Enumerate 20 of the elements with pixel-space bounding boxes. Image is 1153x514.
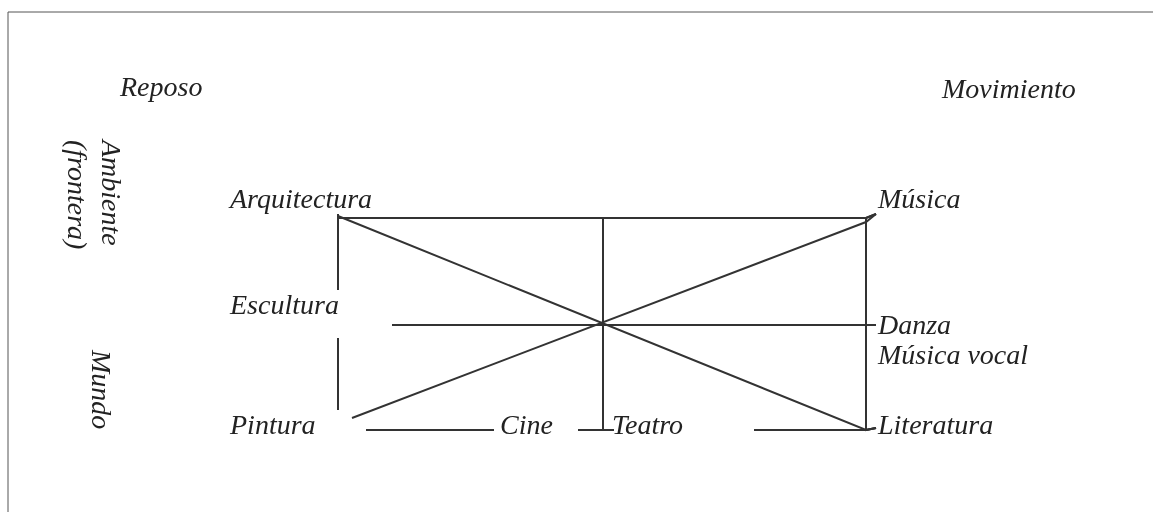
art-label: Escultura — [230, 290, 339, 320]
art-label: Literatura — [878, 410, 994, 440]
axis-label: Ambiente (frontera) — [61, 140, 128, 252]
connector-line — [753, 427, 877, 431]
art-label: Cine — [500, 410, 553, 440]
art-label: Teatro — [612, 410, 684, 440]
art-label: Música — [878, 184, 961, 214]
axis-label: Reposo — [120, 70, 203, 104]
axis-label: Movimiento — [942, 72, 1076, 106]
connector-line — [365, 429, 495, 431]
art-label: Danza — [878, 310, 953, 340]
axis-label: Mundo — [85, 350, 118, 432]
art-label: Música vocal — [878, 340, 1029, 370]
connector-line — [391, 324, 877, 326]
connector-line — [577, 429, 615, 431]
connector-line — [865, 213, 877, 432]
art-label: Pintura — [230, 410, 316, 440]
art-label: Arquitectura — [230, 184, 373, 214]
connector-line — [337, 213, 339, 291]
connector-line — [337, 337, 339, 411]
